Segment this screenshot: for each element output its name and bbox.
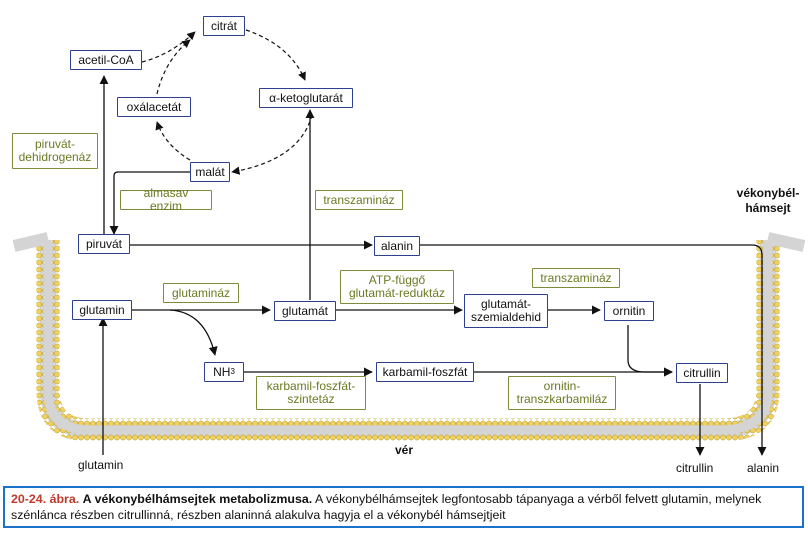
- membrane-top-left: [12, 232, 50, 252]
- node-acetil-coa: acetil-CoA: [70, 50, 142, 70]
- label-vekonybel-hamsejt: vékonybél- hámsejt: [736, 186, 800, 215]
- node-alfa-ketoglutarat: α-ketoglutarát: [259, 88, 353, 108]
- membrane-tails: [40, 240, 776, 438]
- enzyme-glutaminaz: glutamináz: [163, 283, 239, 303]
- cycle-arrow-malat-oxalacetat: [155, 121, 191, 161]
- node-piruvat: piruvát: [78, 234, 130, 254]
- node-citrat: citrát: [203, 16, 245, 36]
- label-alanin-out: alanin: [747, 461, 780, 475]
- enzyme-almasav-enzim: almasav enzim: [120, 187, 212, 213]
- pathway-arrows: [98, 75, 767, 456]
- node-citrullin: citrullin: [676, 363, 728, 383]
- enzyme-karbamil-foszfat-szintetaz: karbamil-foszfát- szintetáz: [256, 376, 366, 410]
- arrow-glutamin-nh3: [169, 309, 218, 356]
- node-ornitin: ornitin: [604, 301, 654, 321]
- enzyme-ornitin-transzkarbamilaz: ornitin- transzkarbamiláz: [508, 376, 616, 410]
- label-glutamin-out: glutamin: [78, 458, 124, 472]
- node-oxalacetat-label: oxálacetát: [126, 100, 182, 114]
- enzyme-transzaminaz-right: transzamináz: [532, 268, 620, 288]
- node-nh3-subscript: 3: [230, 367, 235, 376]
- node-malat-label: malát: [195, 165, 225, 179]
- label-citrullin-out: citrullin: [676, 461, 714, 475]
- node-glutamin: glutamin: [72, 300, 132, 320]
- caption-text: A vékonybélhámsejtek legfontosabb tápany…: [11, 492, 762, 522]
- label-ver: vér: [395, 443, 414, 457]
- caption-title: A vékonybélhámsejtek metabolizmusa.: [82, 492, 313, 506]
- cycle-arrow-acetilcoa-citrat: [141, 31, 196, 63]
- node-karbamil-foszfat: karbamil-foszfát: [376, 362, 474, 382]
- caption-number: 20-24. ábra.: [11, 492, 80, 506]
- node-nh3-label: NH: [213, 365, 231, 379]
- cycle-arrow-citrat-ketoglutarat: [245, 29, 306, 81]
- node-acetil-coa-label: acetil-CoA: [78, 53, 134, 67]
- node-glutamat: glutamát: [274, 301, 336, 321]
- node-glutamin-label: glutamin: [79, 303, 125, 317]
- enzyme-piruvat-dehidrogenaz: piruvát- dehidrogenáz: [12, 133, 98, 169]
- cycle-arrow-ketoglutarat-malat: [231, 114, 313, 175]
- node-citrullin-label: citrullin: [683, 366, 721, 380]
- membrane-top-right: [766, 232, 806, 252]
- arrow-malat-piruvat: [109, 171, 190, 235]
- node-citrat-label: citrát: [210, 19, 237, 33]
- node-malat: malát: [190, 162, 230, 182]
- node-glutamat-label: glutamát: [281, 304, 329, 318]
- enzyme-atp-fuggo-glutamat-reduktaz: ATP-függő glutamát-reduktáz: [340, 270, 454, 304]
- cycle-arrow-oxalacetat-citrat: [156, 39, 191, 95]
- node-karbamil-foszfat-label: karbamil-foszfát: [382, 365, 468, 379]
- node-alanin: alanin: [374, 236, 420, 256]
- node-ornitin-label: ornitin: [612, 304, 646, 318]
- node-alanin-label: alanin: [380, 239, 414, 253]
- enzyme-transzaminaz-upper: transzamináz: [315, 190, 403, 210]
- cell-membrane: [12, 232, 806, 442]
- membrane-inner-heads: [52, 240, 764, 426]
- node-glutamat-szemialdehid-label: glutamát-szemialdehid: [470, 297, 542, 324]
- figure-caption: 20-24. ábra. A vékonybélhámsejtek metabo…: [3, 486, 804, 528]
- node-piruvat-label: piruvát: [85, 237, 123, 251]
- membrane-outer-heads: [36, 240, 780, 442]
- node-alfa-ketoglutarat-label: α-ketoglutarát: [269, 91, 343, 105]
- arrow-ornitin-citrullin: [627, 325, 673, 377]
- citric-acid-cycle: [141, 29, 313, 175]
- arrow-alanin-out: [420, 244, 767, 456]
- node-oxalacetat: oxálacetát: [117, 97, 191, 117]
- node-glutamat-szemialdehid: glutamát-szemialdehid: [464, 294, 548, 328]
